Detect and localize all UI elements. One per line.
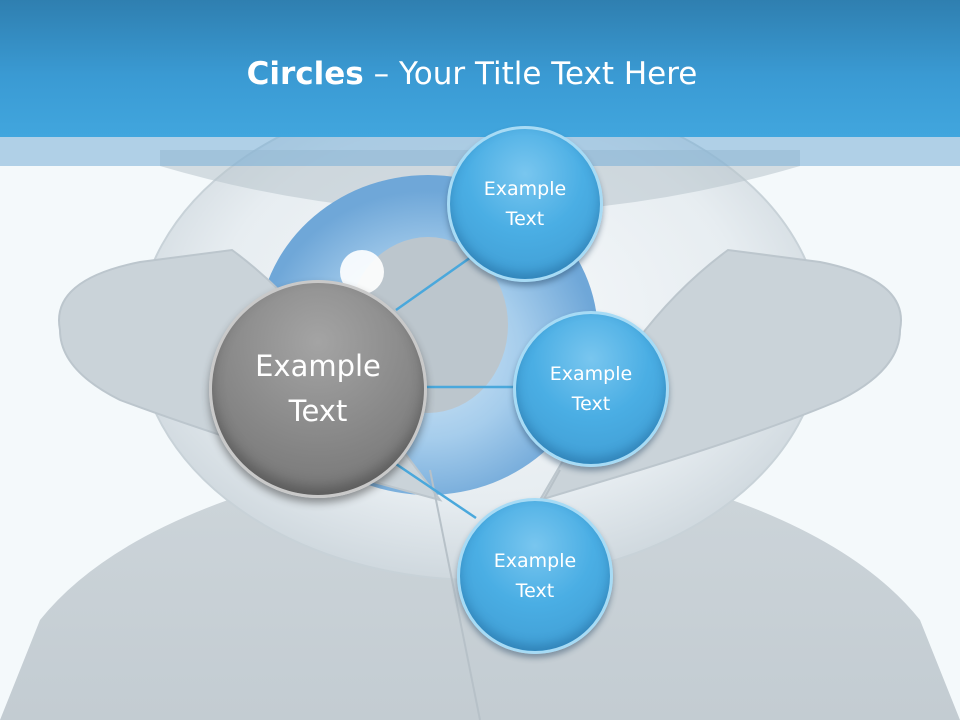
connector-line-top (395, 253, 475, 312)
center-circle-label: Example Text (255, 349, 381, 428)
node-circle-label: Example Text (483, 178, 567, 230)
node-circle-middle[interactable]: Example Text (513, 311, 669, 467)
connector-line-bottom (395, 462, 477, 520)
node-circle-label: Example Text (549, 363, 633, 415)
node-circle-top[interactable]: Example Text (447, 126, 603, 282)
node-circle-label: Example Text (493, 550, 577, 602)
title-banner (0, 0, 960, 137)
slide-title-rest: – Your Title Text Here (363, 56, 698, 92)
node-circle-bottom[interactable]: Example Text (457, 498, 613, 654)
slide-title: Circles – Your Title Text Here (0, 52, 944, 96)
center-circle[interactable]: Example Text (209, 280, 427, 498)
slide-title-bold: Circles (246, 56, 364, 92)
